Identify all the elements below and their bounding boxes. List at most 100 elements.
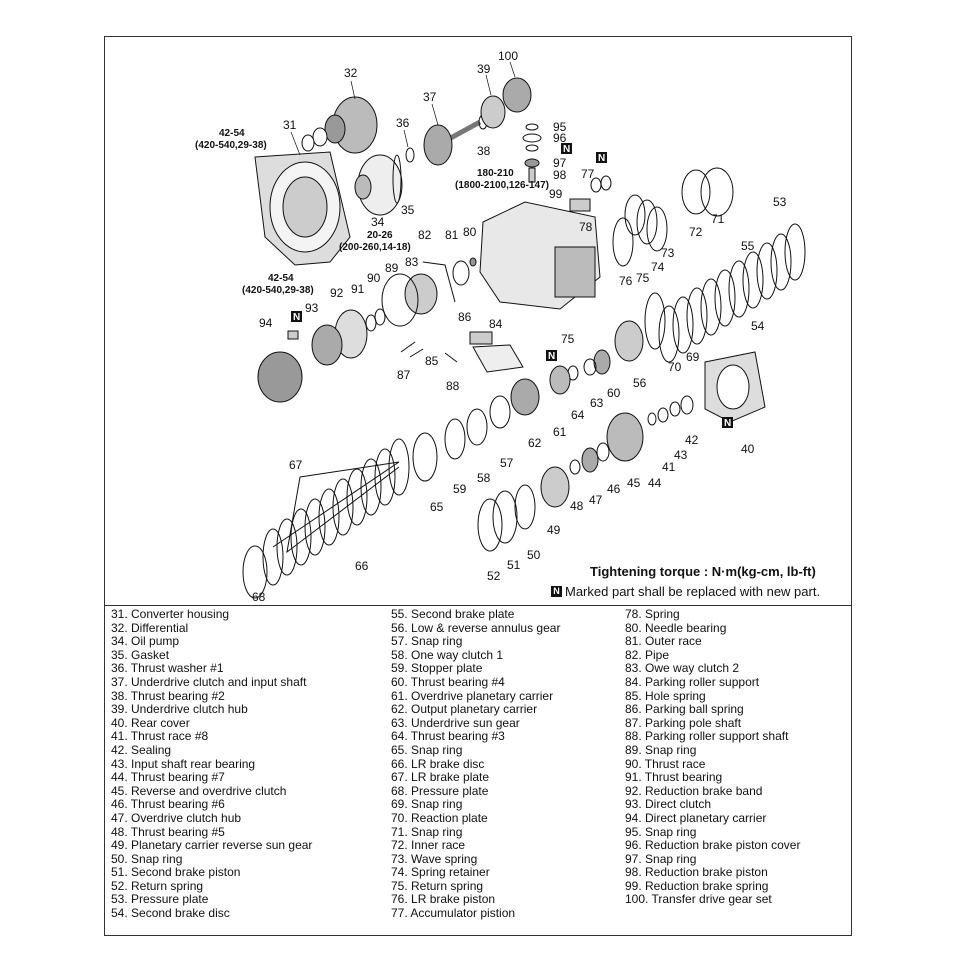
legend-item: 47. Overdrive clutch hub: [111, 810, 242, 825]
legend-item: 77. Accumulator pistion: [391, 906, 516, 921]
legend-item: 84. Parking roller support: [625, 674, 760, 689]
callout-38: 38: [477, 144, 491, 158]
callout-54: 54: [751, 319, 765, 333]
legend-item: 50. Snap ring: [111, 851, 183, 866]
legend-item: 35. Gasket: [111, 647, 170, 662]
callout-68: 68: [252, 590, 266, 604]
torque-spec-4b: (420-540,29-38): [242, 285, 314, 296]
callout-88: 88: [446, 379, 460, 393]
callout-41: 41: [662, 460, 676, 474]
legend-item: 75. Return spring: [391, 878, 484, 893]
callout-57: 57: [500, 456, 514, 470]
callout-93: 93: [305, 301, 319, 315]
legend-item: 37. Underdrive clutch and input shaft: [111, 674, 307, 689]
legend-item: 38. Thrust bearing #2: [111, 688, 225, 703]
legend-item: 81. Outer race: [625, 634, 702, 649]
legend-item: 61. Overdrive planetary carrier: [391, 688, 554, 703]
new-part-marker: N: [548, 351, 555, 362]
legend-item: 86. Parking ball spring: [625, 702, 744, 717]
new-part-marker: N: [293, 312, 300, 323]
torque-spec-2a: 180-210: [477, 168, 514, 179]
callout-42: 42: [685, 433, 699, 447]
legend-item: 93. Direct clutch: [625, 797, 712, 812]
tightening-torque-note: Tightening torque : N·m(kg-cm, lb-ft): [590, 564, 816, 579]
callout-32: 32: [344, 66, 358, 80]
legend-item: 64. Thrust bearing #3: [391, 729, 505, 744]
callout-31: 31: [283, 118, 297, 132]
callout-45: 45: [627, 476, 641, 490]
callout-90: 90: [367, 271, 381, 285]
callout-87: 87: [397, 368, 411, 382]
legend-item: 41. Thrust race #8: [111, 729, 209, 744]
replace-note: N Marked part shall be replaced with new…: [551, 584, 820, 599]
callout-91: 91: [351, 282, 365, 296]
callout-95: 95: [553, 120, 567, 134]
replace-note-text: Marked part shall be replaced with new p…: [565, 584, 821, 599]
new-part-marker: N: [598, 153, 605, 164]
legend-item: 52. Return spring: [111, 878, 204, 893]
legend-item: 88. Parking roller support shaft: [625, 729, 789, 744]
callout-52: 52: [487, 569, 501, 583]
callout-82: 82: [418, 228, 432, 242]
callout-48: 48: [570, 499, 584, 513]
legend-item: 92. Reduction brake band: [625, 783, 763, 798]
callout-60: 60: [607, 386, 621, 400]
callout-99: 99: [549, 187, 563, 201]
new-part-marker: N: [551, 586, 562, 597]
legend-item: 58. One way clutch 1: [391, 647, 504, 662]
legend-item: 96. Reduction brake piston cover: [625, 838, 801, 853]
legend-item: 36. Thrust washer #1: [111, 661, 224, 676]
callout-85: 85: [425, 354, 439, 368]
new-part-marker: N: [563, 144, 570, 155]
legend-item: 97. Snap ring: [625, 851, 697, 866]
legend-item: 98. Reduction brake piston: [625, 865, 768, 880]
legend-item: 39. Underdrive clutch hub: [111, 702, 248, 717]
callout-37: 37: [423, 90, 437, 104]
torque-spec-2b: (1800-2100,126-147): [455, 180, 549, 191]
legend-item: 78. Spring: [625, 607, 680, 621]
legend-item: 60. Thrust bearing #4: [391, 674, 505, 689]
torque-spec-3a: 20-26: [367, 230, 393, 241]
legend-item: 73. Wave spring: [391, 851, 478, 866]
callout-64: 64: [571, 408, 585, 422]
callout-39: 39: [477, 62, 491, 76]
callout-63: 63: [590, 396, 604, 410]
legend-item: 65. Snap ring: [391, 742, 463, 757]
callout-97: 97: [553, 156, 567, 170]
legend-item: 66. LR brake disc: [391, 756, 485, 771]
legend-item: 100. Transfer drive gear set: [625, 892, 772, 907]
callout-47: 47: [589, 493, 603, 507]
callout-35: 35: [401, 203, 415, 217]
callout-55: 55: [741, 239, 755, 253]
legend-item: 31. Converter housing: [111, 607, 230, 621]
new-part-marker: N: [724, 418, 731, 429]
callout-89: 89: [385, 261, 399, 275]
legend-item: 63. Underdrive sun gear: [391, 715, 520, 730]
legend-item: 57. Snap ring: [391, 634, 463, 649]
legend-item: 68. Pressure plate: [391, 783, 489, 798]
legend-item: 62. Output planetary carrier: [391, 702, 538, 717]
callout-75: 75: [561, 332, 575, 346]
callout-76: 76: [619, 274, 633, 288]
legend-item: 90. Thrust race: [625, 756, 706, 771]
callout-92: 92: [330, 286, 344, 300]
legend-item: 67. LR brake plate: [391, 770, 490, 785]
legend-item: 91. Thrust bearing: [625, 770, 723, 785]
callout-56: 56: [633, 376, 647, 390]
legend-item: 32. Differential: [111, 620, 189, 635]
legend-item: 59. Stopper plate: [391, 661, 483, 676]
callout-51: 51: [507, 558, 521, 572]
callout-62: 62: [528, 436, 542, 450]
callout-86: 86: [458, 310, 472, 324]
callout-59: 59: [453, 482, 467, 496]
callout-40: 40: [741, 442, 755, 456]
legend-item: 54. Second brake disc: [111, 906, 230, 921]
callout-96: 96: [553, 131, 567, 145]
legend-item: 40. Rear cover: [111, 715, 190, 730]
callout-80: 80: [463, 225, 477, 239]
callout-100: 100: [498, 49, 518, 63]
legend-item: 69. Snap ring: [391, 797, 463, 812]
callout-77: 77: [581, 167, 595, 181]
legend-item: 46. Thrust bearing #6: [111, 797, 225, 812]
